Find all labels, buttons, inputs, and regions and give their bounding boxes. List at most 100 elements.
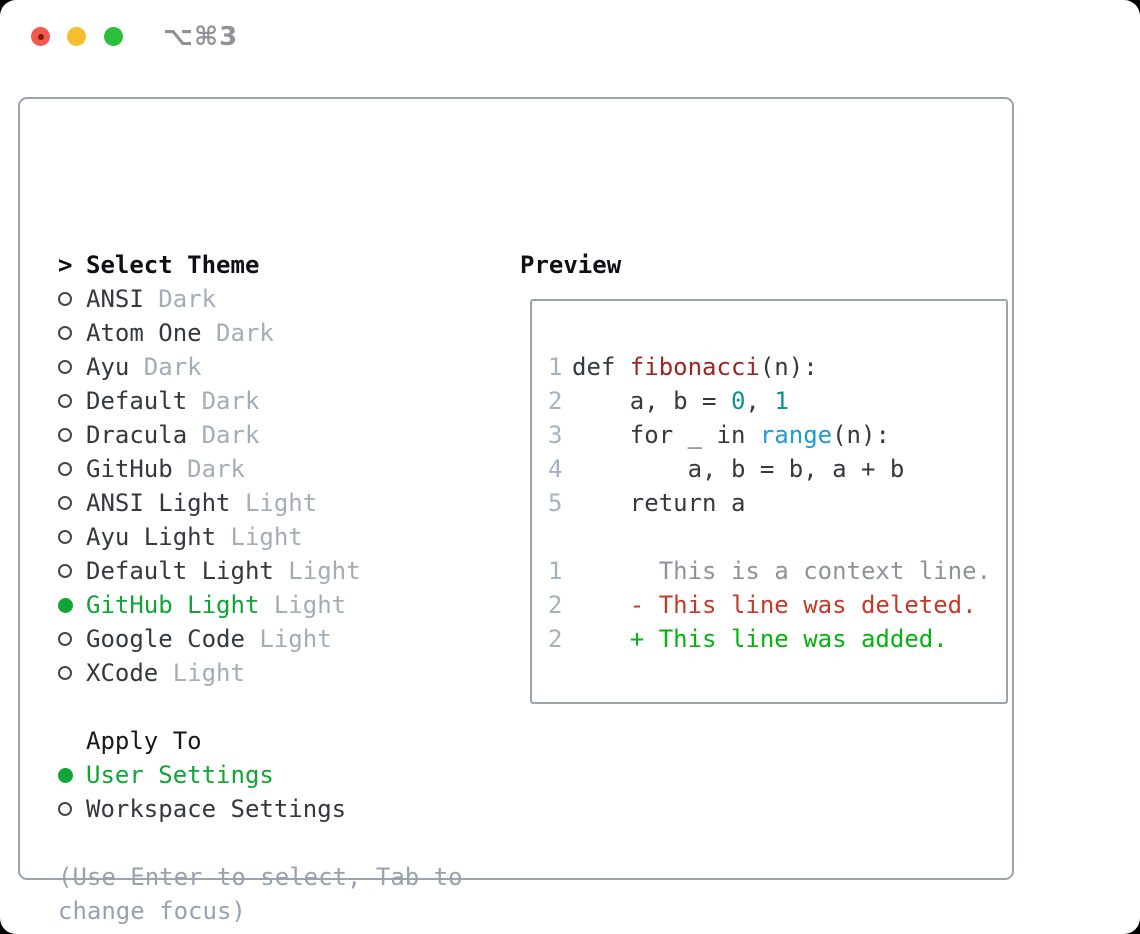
theme-option-ayu[interactable]: Ayu Dark	[58, 350, 508, 384]
close-button[interactable]	[31, 27, 50, 46]
prompt-icon: >	[58, 251, 73, 279]
theme-name: Dracula	[86, 421, 202, 449]
preview-line: 1 This is a context line.	[548, 554, 1006, 588]
theme-name: ANSI	[86, 285, 159, 313]
preview-line: 2 - This line was deleted.	[548, 588, 1006, 622]
radio-unselected-icon	[58, 462, 72, 476]
theme-option-github-light[interactable]: GitHub Light Light	[58, 588, 508, 622]
line-number: 5	[548, 489, 563, 517]
code-token-code: def	[572, 353, 630, 381]
hint-text-line2: change focus)	[58, 897, 246, 925]
radio-unselected-icon	[58, 428, 72, 442]
theme-name: Default	[86, 387, 202, 415]
preview-header: Preview	[520, 251, 622, 279]
preview-line: 1 def fibonacci(n):	[548, 350, 1006, 384]
code-token-code: ,	[745, 387, 775, 415]
code-token-code: (n):	[759, 353, 818, 381]
theme-variant-tag: Light	[230, 523, 303, 551]
code-token-num: 1	[774, 387, 789, 415]
titlebar: ⌥⌘3	[0, 0, 1140, 74]
radio-selected-icon	[58, 767, 73, 783]
theme-option-default[interactable]: Default Dark	[58, 384, 508, 418]
theme-name: GitHub	[86, 455, 188, 483]
theme-option-ayu-light[interactable]: Ayu Light Light	[58, 520, 508, 554]
line-number: 2	[548, 387, 563, 415]
code-token-func: fibonacci	[629, 353, 760, 381]
apply-option-label: Workspace Settings	[86, 795, 347, 823]
code-token-add: + This line was added.	[572, 625, 948, 653]
radio-unselected-icon	[58, 292, 72, 306]
radio-unselected-icon	[58, 530, 72, 544]
radio-selected-icon	[58, 597, 73, 613]
code-token-code: (n):	[832, 421, 890, 449]
theme-option-ansi[interactable]: ANSI Dark	[58, 282, 508, 316]
theme-variant-tag: Light	[288, 557, 361, 585]
code-token-code: for _ in	[572, 421, 760, 449]
hint-text-line1: (Use Enter to select, Tab to	[58, 863, 463, 891]
code-token-num: 0	[730, 387, 746, 415]
code-token-code: a, b = b, a + b	[572, 455, 905, 483]
select-theme-title: Select Theme	[86, 251, 260, 279]
theme-name: Ayu Light	[86, 523, 231, 551]
theme-option-default-light[interactable]: Default Light Light	[58, 554, 508, 588]
code-token-code: a, b =	[572, 387, 731, 415]
radio-unselected-icon	[58, 564, 72, 578]
theme-variant-tag: Light	[273, 591, 347, 619]
preview-line: 2 + This line was added.	[548, 622, 1006, 656]
line-number: 3	[548, 421, 563, 449]
theme-name: Google Code	[86, 625, 260, 653]
theme-option-atom-one[interactable]: Atom One Dark	[58, 316, 508, 350]
theme-option-xcode[interactable]: XCode Light	[58, 656, 508, 690]
theme-variant-tag: Dark	[201, 421, 260, 449]
apply-to-marker	[58, 724, 86, 758]
theme-variant-tag: Light	[172, 659, 245, 687]
minimize-button[interactable]	[67, 27, 86, 46]
theme-option-dracula[interactable]: Dracula Dark	[58, 418, 508, 452]
preview-line: 2 a, b = 0, 1	[548, 384, 1006, 418]
theme-variant-tag: Dark	[143, 353, 202, 381]
code-token-builtin: range	[759, 421, 833, 449]
zoom-button[interactable]	[104, 27, 123, 46]
preview-line: 5 return a	[548, 486, 1006, 520]
apply-to-title: Apply To	[86, 727, 202, 755]
preview-line: 3 for _ in range(n):	[548, 418, 1006, 452]
line-number: 2	[548, 591, 563, 619]
window-title: ⌥⌘3	[163, 22, 239, 52]
select-theme-header: > Select Theme	[58, 248, 508, 282]
theme-variant-tag: Light	[259, 625, 332, 653]
apply-to-header: Apply To	[58, 724, 508, 758]
theme-option-ansi-light[interactable]: ANSI Light Light	[58, 486, 508, 520]
theme-name: ANSI Light	[86, 489, 245, 517]
theme-variant-tag: Dark	[158, 285, 217, 313]
radio-unselected-icon	[58, 666, 72, 680]
theme-name: Ayu	[86, 353, 144, 381]
line-number: 1	[548, 353, 563, 381]
apply-option-user-settings[interactable]: User Settings	[58, 758, 508, 792]
apply-option-workspace-settings[interactable]: Workspace Settings	[58, 792, 508, 826]
preview-line	[548, 520, 1006, 554]
theme-name: XCode	[86, 659, 173, 687]
theme-name: Atom One	[86, 319, 217, 347]
radio-unselected-icon	[58, 326, 72, 340]
theme-name: GitHub Light	[86, 591, 274, 619]
theme-variant-tag: Dark	[187, 455, 245, 483]
theme-option-google-code[interactable]: Google Code Light	[58, 622, 508, 656]
theme-option-github[interactable]: GitHub Dark	[58, 452, 508, 486]
line-number: 2	[548, 625, 563, 653]
radio-unselected-icon	[58, 394, 72, 408]
code-token-code: return a	[572, 489, 746, 517]
radio-unselected-icon	[58, 360, 72, 374]
code-token-ctx: This is a context line.	[572, 557, 992, 585]
theme-variant-tag: Dark	[201, 387, 260, 415]
theme-name: Default Light	[86, 557, 289, 585]
radio-unselected-icon	[58, 802, 72, 816]
code-token-del: - This line was deleted.	[572, 591, 977, 619]
line-number: 4	[548, 455, 563, 483]
